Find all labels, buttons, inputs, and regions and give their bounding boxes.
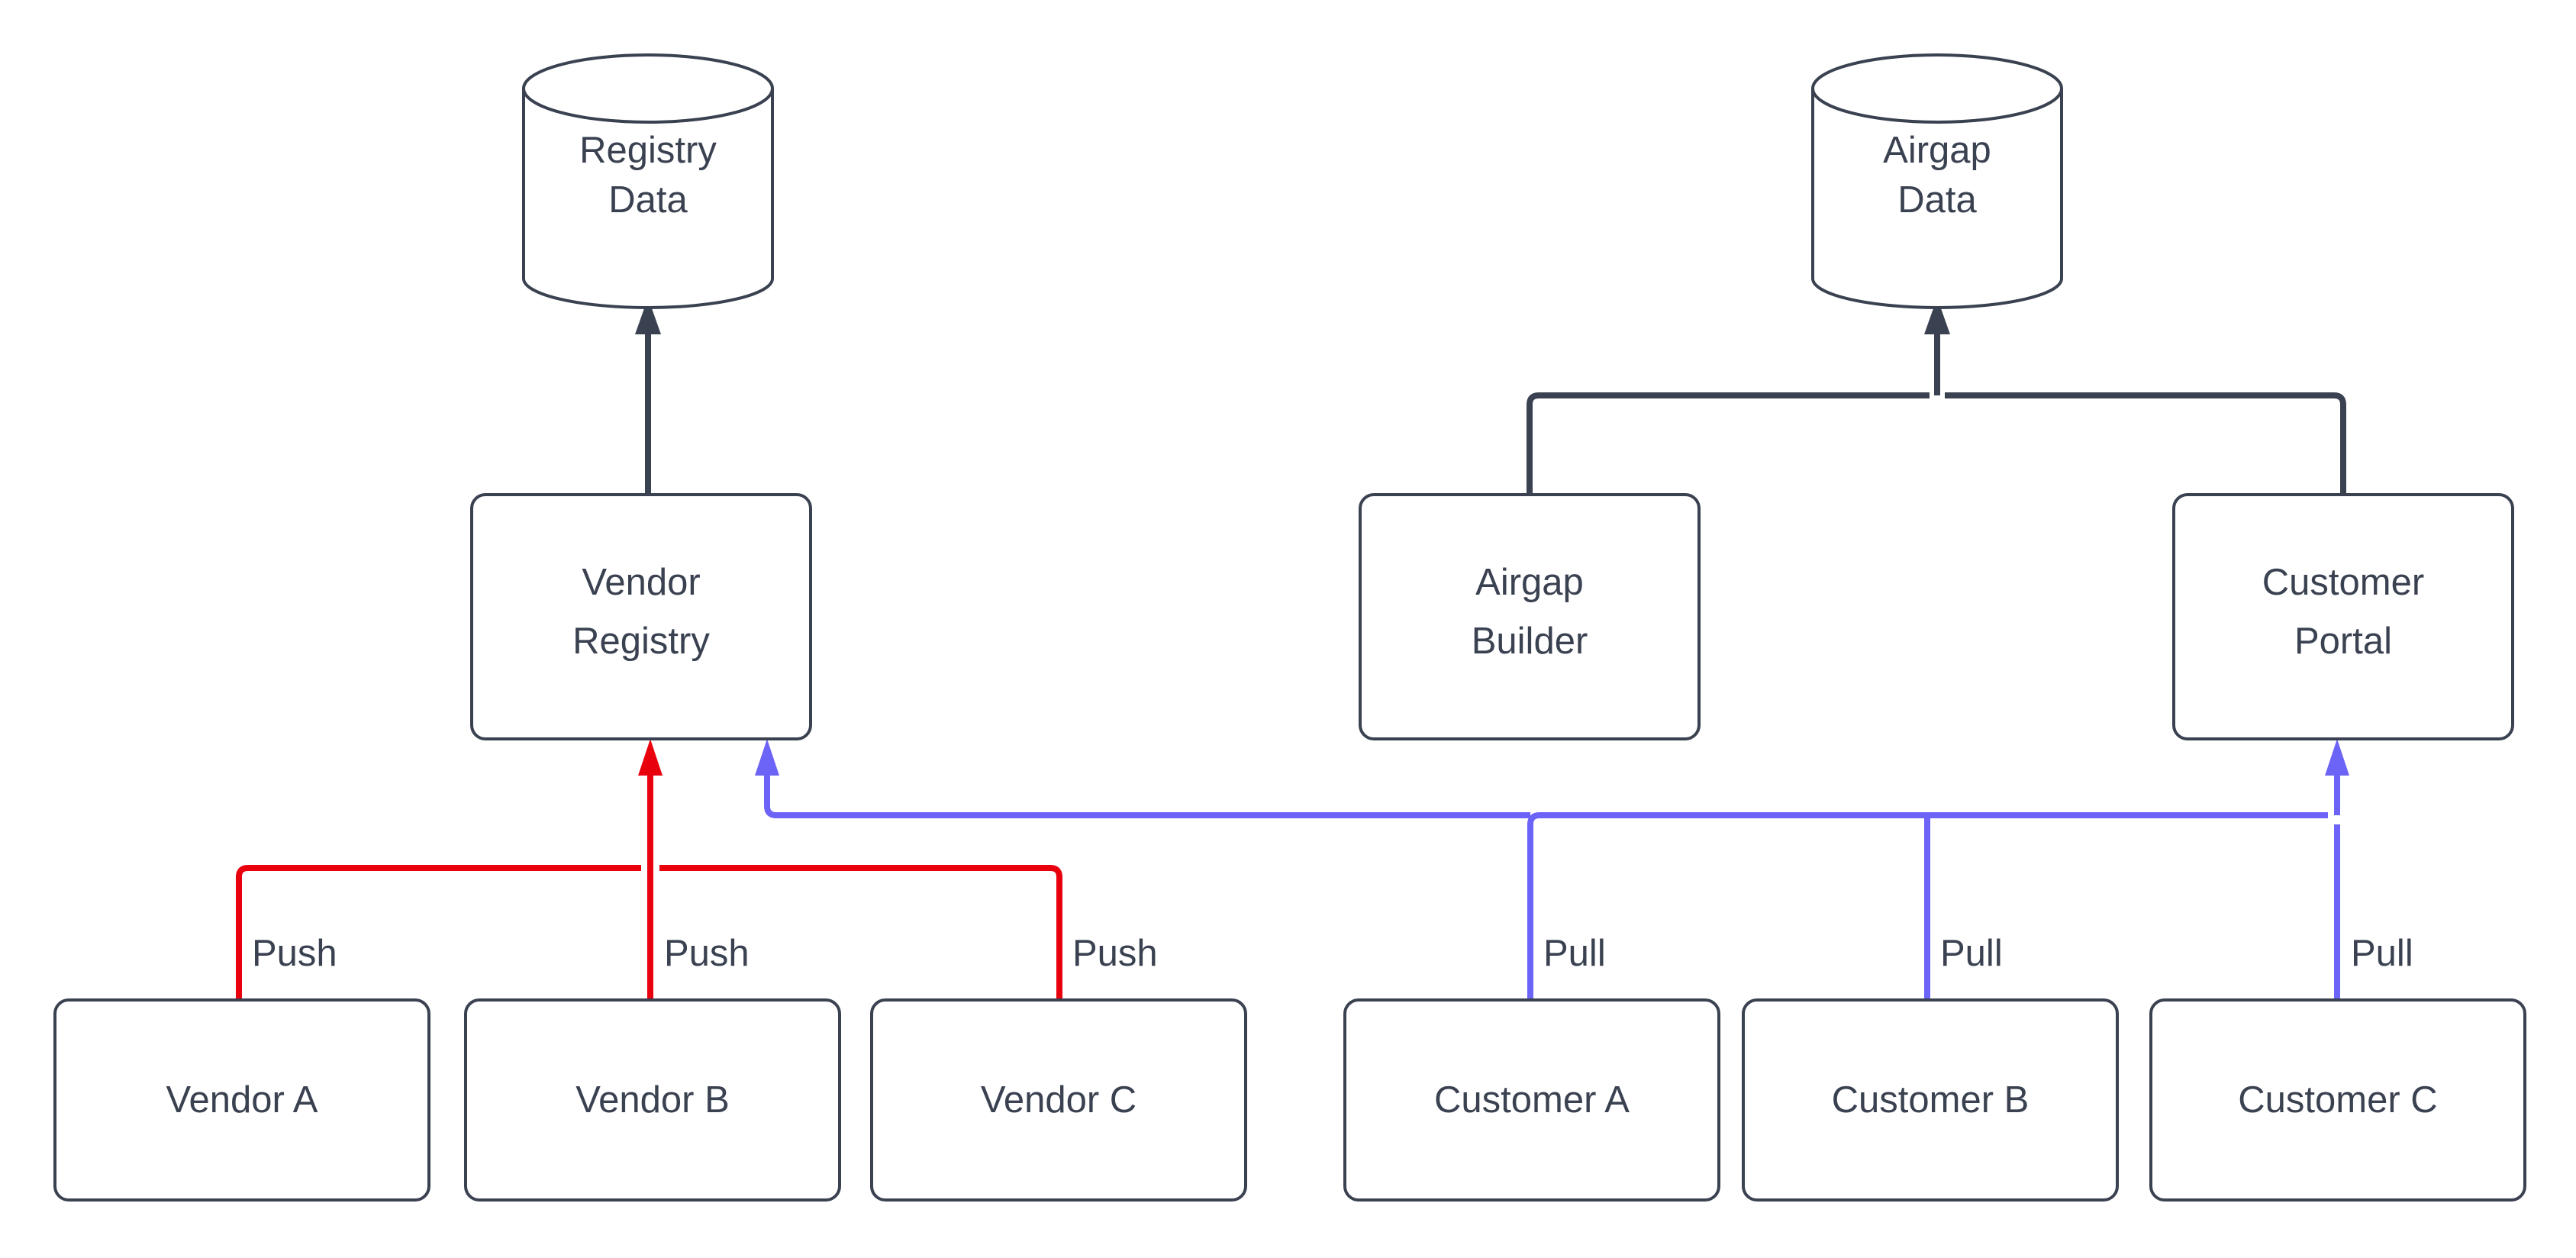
vendor-b-label: Vendor B (575, 1079, 730, 1121)
edge-label-push-vendor-b: Push (664, 933, 750, 974)
edge-vendor-c-push (659, 865, 1062, 1000)
datastore-registry-data[interactable]: Registry Data (522, 53, 774, 309)
airgap-builder-label-line1: Airgap (1475, 562, 1584, 603)
actor-vendor-c[interactable]: Vendor C (870, 998, 1247, 1202)
vendor-registry-label-line1: Vendor (582, 562, 700, 603)
airgap-builder-label-line2: Builder (1472, 621, 1588, 662)
service-customer-portal[interactable]: Customer Portal (2172, 493, 2514, 740)
customer-c-label: Customer C (2238, 1079, 2437, 1121)
edge-pull-branch-to-vendor-registry (755, 739, 1530, 818)
registry-data-label-line2: Data (608, 179, 688, 221)
edge-label-pull-customer-a: Pull (1543, 933, 1606, 974)
edge-vendor-registry-to-registry-data (635, 298, 661, 495)
customer-a-label: Customer A (1434, 1079, 1630, 1121)
registry-data-label-line1: Registry (579, 130, 717, 171)
edge-airgap-bus-riser (1924, 298, 1950, 395)
edge-customer-portal-to-airgap-data (1945, 392, 2346, 495)
actor-customer-a[interactable]: Customer A (1343, 998, 1720, 1202)
service-airgap-builder[interactable]: Airgap Builder (1359, 493, 1701, 740)
edge-airgap-builder-to-airgap-data (1527, 392, 1930, 495)
edge-label-push-vendor-c: Push (1072, 933, 1158, 974)
customer-b-label: Customer B (1832, 1079, 2030, 1121)
customer-portal-label-line2: Portal (2294, 621, 2392, 662)
edge-label-push-vendor-a: Push (252, 933, 337, 974)
edge-customer-a-pull (1527, 812, 2328, 1000)
service-vendor-registry[interactable]: Vendor Registry (470, 493, 812, 740)
vendor-registry-label-line2: Registry (572, 621, 710, 662)
datastore-airgap-data[interactable]: Airgap Data (1811, 53, 2063, 309)
edge-label-pull-customer-c: Pull (2351, 933, 2413, 974)
airgap-data-label-line2: Data (1897, 179, 1977, 221)
edge-vendor-a-push (236, 865, 641, 1000)
actor-customer-c[interactable]: Customer C (2149, 998, 2526, 1202)
edge-label-pull-customer-b: Pull (1940, 933, 2003, 974)
customer-portal-label-line1: Customer (2262, 562, 2424, 603)
actor-customer-b[interactable]: Customer B (1742, 998, 2119, 1202)
vendor-a-label: Vendor A (166, 1079, 318, 1121)
airgap-data-label-line1: Airgap (1883, 130, 1991, 171)
edge-pull-bus-riser-to-customer-portal (2325, 739, 2349, 815)
actor-vendor-b[interactable]: Vendor B (464, 998, 841, 1202)
vendor-c-label: Vendor C (981, 1079, 1136, 1121)
edge-push-bus-riser (638, 739, 663, 868)
actor-vendor-a[interactable]: Vendor A (53, 998, 430, 1202)
